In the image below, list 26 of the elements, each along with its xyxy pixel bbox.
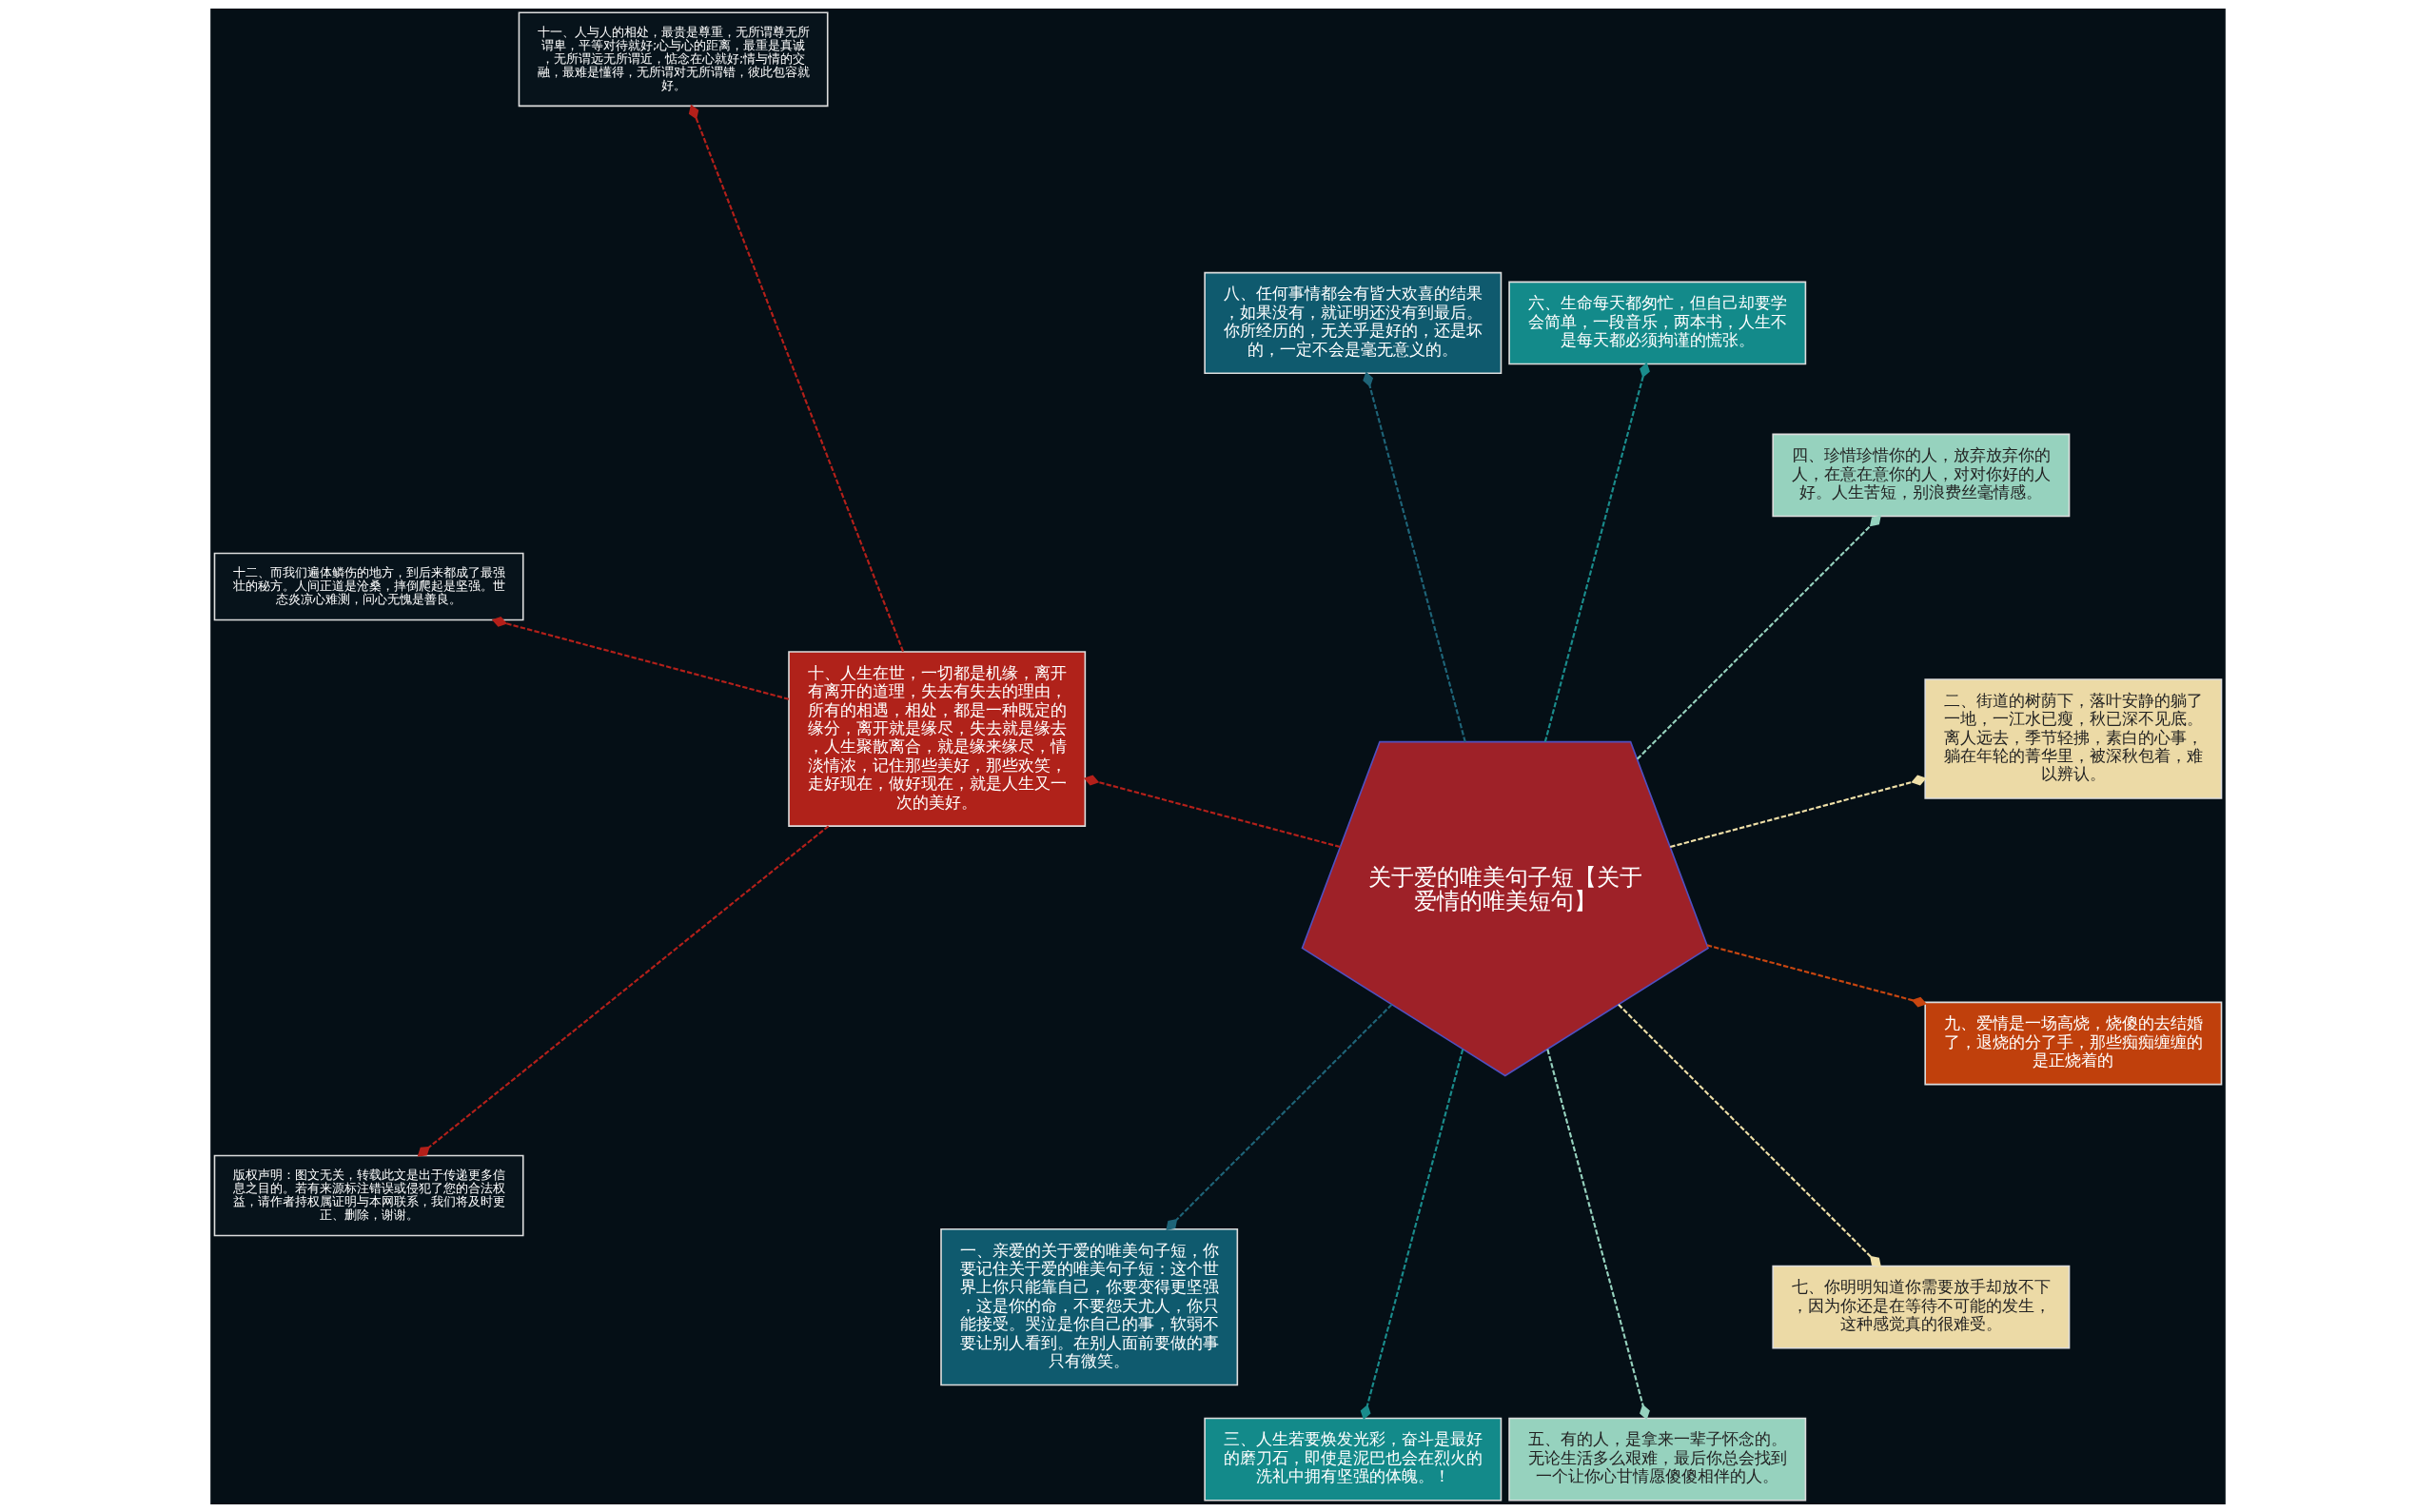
connector: [1360, 1049, 1464, 1420]
connector: [491, 616, 790, 700]
connector: [1706, 943, 1928, 1008]
connector: [417, 824, 830, 1156]
connector: [1543, 362, 1650, 742]
connector: [1670, 775, 1927, 848]
node-box: 八、任何事情都会有皆大欢喜的结果，如果没有，就证明还没有到最后。你所经历的，无关乎是好的，还是坏的，一定不会是毫无意义的。: [1204, 271, 1503, 374]
node-box: 三、人生若要焕发光彩，奋斗是最好的磨刀石，即使是泥巴也会在烈火的洗礼中拥有坚强的体魄。！: [1204, 1417, 1503, 1501]
node-box: 六、生命每天都匆忙，但自己却要学会简单，一段音乐，两本书，人生不是每天都必须拘谨的慌张。: [1508, 281, 1807, 364]
connector: [688, 104, 905, 652]
connector: [1166, 1003, 1393, 1230]
connector: [1618, 1003, 1881, 1267]
connector: [1083, 775, 1341, 848]
node-box: 十二、而我们遍体鳞伤的地方，到后来都成了最强壮的秘方。人间正道是沧桑，摔倒爬起是坚强。世态炎凉心难测，问心无愧是善良。: [213, 552, 524, 620]
connector: [1546, 1049, 1650, 1420]
node-box: 十一、人与人的相处，最贵是尊重，无所谓尊无所谓卑，平等对待就好;心与心的距离，最重是真诚，无所谓远无所谓近，惦念在心就好;情与情的交融，最难是懂得，无所谓对无所谓错，彼此包容就好。: [518, 11, 829, 107]
connector: [1636, 514, 1881, 759]
connector: [1363, 371, 1466, 742]
node-box: 七、你明明知道你需要放手却放不下，因为你还是在等待不可能的发生，这种感觉真的很难受。: [1772, 1265, 2071, 1348]
node-box: 版权声明：图文无关，转载此文是出于传递更多信息之目的。若有来源标注错误或侵犯了您的合法权益，请作者持权属证明与本网联系，我们将及时更正、删除，谢谢。: [213, 1154, 524, 1236]
node-box: 九、爱情是一场高烧，烧傻的去结婚了，退烧的分了手，那些痴痴缠缠的是正烧着的: [1924, 1001, 2223, 1085]
node-box: 十、人生在世，一切都是机缘，离开有离开的道理，失去有失去的理由，所有的相遇，相处，都是一种既定的缘分，离开就是缘尽，失去就是缘去，人生聚散离合，就是缘来缘尽，情淡情浓，记住那些美好，那些欢笑，走好现在，做好现在，就是人生又一次的美好。: [788, 650, 1087, 827]
node-box: 一、亲爱的关于爱的唯美句子短，你要记住关于爱的唯美句子短：这个世界上你只能靠自己，你要变得更坚强，这是你的命，不要怨天尤人，你只能接受。哭泣是你自己的事，软弱不要让别人看到。在别人面前要做的事只有微笑。: [940, 1227, 1239, 1385]
node-box: 四、珍惜珍惜你的人，放弃放弃你的人，在意在意你的人，对对你好的人好。人生苦短，别浪费丝毫情感。: [1772, 433, 2071, 517]
node-box: 五、有的人，是拿来一辈子怀念的。无论生活多么艰难，最后你总会找到一个让你心甘情愿傻傻相伴的人。: [1508, 1417, 1807, 1501]
node-box: 二、街道的树荫下，落叶安静的躺了一地，一江水已瘦，秋已深不见底。离人远去，季节轻拂，素白的心事，躺在年轮的菁华里，被深秋包着，难以辨认。: [1924, 677, 2223, 799]
